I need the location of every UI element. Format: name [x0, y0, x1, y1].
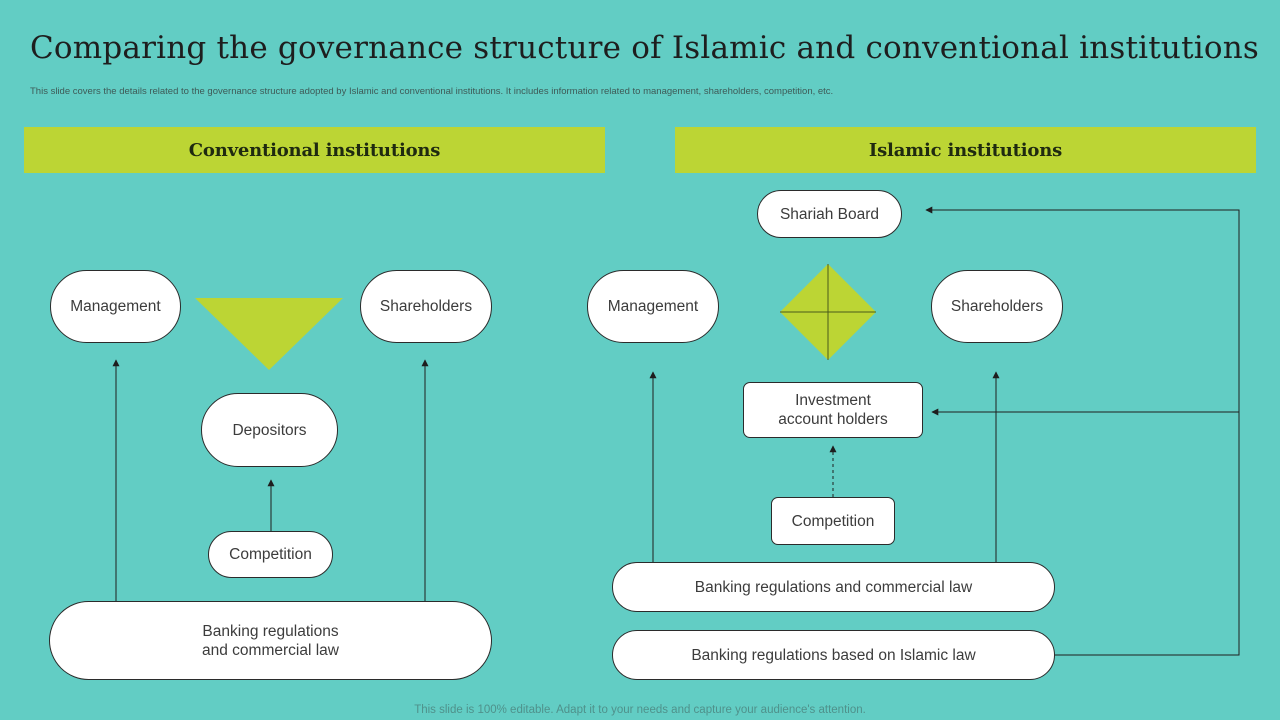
conv-depositors-label: Depositors — [232, 421, 307, 439]
isl-investment-holders-node: Investment account holders — [743, 382, 923, 438]
slide-title: Comparing the governance structure of Is… — [30, 30, 1260, 66]
conv-management-label: Management — [70, 298, 161, 315]
slide-subtitle: This slide covers the details related to… — [30, 86, 834, 97]
conv-regulations-label: Banking regulations and commercial law — [202, 622, 339, 659]
conv-competition-label: Competition — [229, 546, 312, 563]
conv-depositors-node: Depositors — [201, 393, 338, 467]
connector-islamic-law-to-shariah-board — [925, 206, 1240, 656]
conv-shareholders-label: Shareholders — [379, 298, 473, 315]
conventional-header-bar: Conventional institutions — [24, 127, 605, 173]
isl-competition-node: Competition — [771, 497, 895, 545]
isl-shareholders-label: Shareholders — [950, 298, 1044, 315]
conv-regulations-node: Banking regulations and commercial law — [49, 601, 492, 680]
isl-shareholders-node: Shareholders — [931, 270, 1063, 343]
isl-management-label: Management — [607, 298, 699, 315]
isl-regulations-islamic-label: Banking regulations based on Islamic law — [691, 646, 976, 664]
conventional-triangle-shape — [195, 298, 343, 370]
isl-regulations-islamic-node: Banking regulations based on Islamic law — [612, 630, 1055, 680]
isl-investment-holders-label: Investment account holders — [778, 392, 888, 428]
isl-management-node: Management — [587, 270, 719, 343]
slide-footer: This slide is 100% editable. Adapt it to… — [414, 704, 866, 716]
isl-shariah-board-label: Shariah Board — [779, 205, 880, 223]
isl-shariah-board-node: Shariah Board — [757, 190, 902, 238]
islamic-header-bar: Islamic institutions — [675, 127, 1256, 173]
isl-regulations-commercial-label: Banking regulations and commercial law — [694, 578, 973, 596]
conv-competition-node: Competition — [208, 531, 333, 578]
conv-shareholders-node: Shareholders — [360, 270, 492, 343]
isl-regulations-commercial-node: Banking regulations and commercial law — [612, 562, 1055, 612]
conventional-header: Conventional institutions — [188, 139, 441, 161]
conv-management-node: Management — [50, 270, 181, 343]
isl-competition-label: Competition — [791, 512, 875, 530]
islamic-header: Islamic institutions — [868, 139, 1063, 161]
